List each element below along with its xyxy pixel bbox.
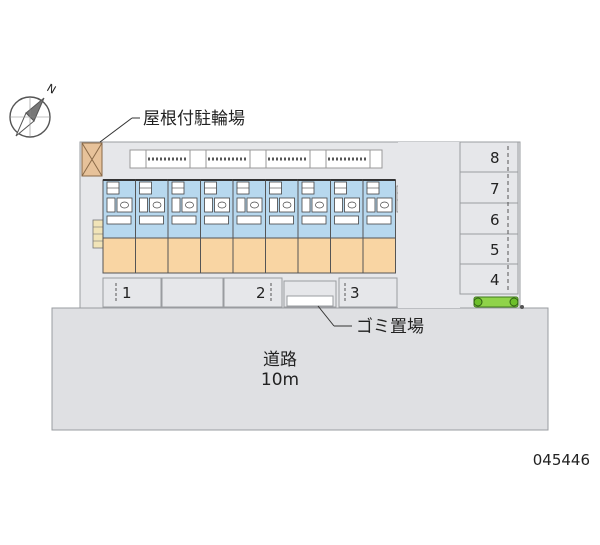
bicycle-parking-label: 屋根付駐輪場 (143, 109, 245, 129)
parking-slot-number: 6 (490, 211, 500, 229)
parking-slot-number: 7 (490, 180, 500, 198)
apartment-unit (167, 179, 201, 274)
compass-north-label: N (45, 81, 59, 96)
parking-slot-number: 8 (490, 149, 500, 167)
front-parking: 1 2 3 (102, 277, 398, 308)
parking-slot-number: 5 (490, 241, 500, 259)
bicycle-parking-leader (99, 117, 133, 143)
parking-slot (338, 277, 398, 308)
parking-slot (161, 277, 224, 308)
apartment-unit (102, 179, 136, 274)
apartment-unit (330, 179, 364, 274)
bicycle-parking (81, 142, 103, 177)
apartment-unit (297, 179, 331, 274)
side-parking: 8 7 6 5 4 (459, 141, 519, 295)
rear-strip (129, 149, 383, 169)
parking-slot-number: 1 (122, 284, 132, 302)
apartment-unit (200, 179, 234, 274)
apartment-units (102, 179, 396, 274)
parking-slot (102, 277, 162, 308)
apartment-unit (232, 179, 266, 274)
compass: N (9, 81, 59, 138)
apartment-unit (362, 179, 396, 274)
parking-slot (223, 277, 283, 308)
right-paved-area (398, 142, 460, 308)
apartment-unit (265, 179, 299, 274)
road (51, 307, 549, 431)
road-width: 10m (261, 370, 299, 390)
garbage-area (283, 280, 337, 308)
parking-slot-number: 3 (350, 284, 360, 302)
road-name: 道路 (263, 350, 297, 370)
parking-slot-number: 4 (490, 271, 500, 289)
property-code: 045446 (533, 451, 590, 469)
parking-slot-number: 2 (256, 284, 266, 302)
garbage-area-label: ゴミ置場 (356, 316, 424, 337)
side-stairs (92, 219, 104, 249)
apartment-unit (135, 179, 169, 274)
hedge (473, 296, 524, 309)
garbage-area-leader (317, 305, 335, 327)
